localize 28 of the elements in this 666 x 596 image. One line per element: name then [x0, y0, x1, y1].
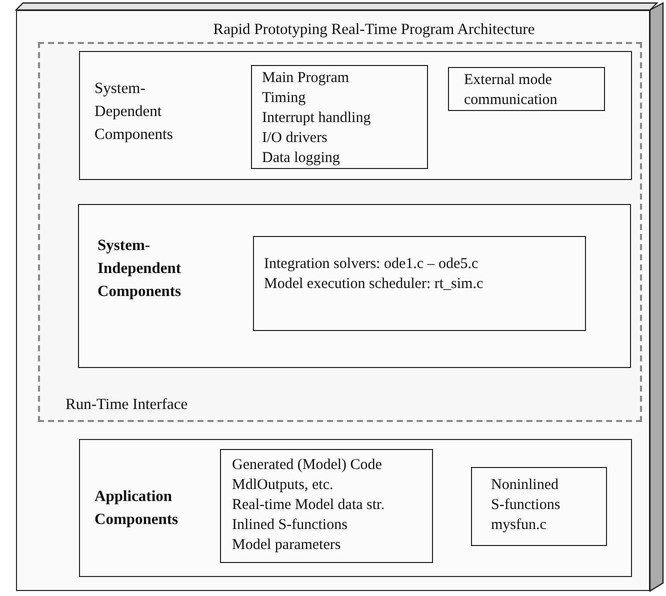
- list-item-text: Data logging: [262, 149, 341, 168]
- list-box: [448, 67, 605, 111]
- component-box: [78, 204, 630, 368]
- list-item-text: Timing: [262, 89, 307, 108]
- list-item-text: Real-time Model data str.: [232, 496, 384, 515]
- list-item-text: Model execution scheduler: rt_sim.c: [264, 275, 484, 294]
- dashed-group-box: [38, 42, 642, 422]
- list-item-text: Interrupt handling: [262, 109, 371, 128]
- group-heading: Run-Time Interface: [66, 394, 189, 414]
- group-heading: System-Independent Components: [98, 236, 182, 302]
- list-item-text: Inlined S-functions: [232, 516, 348, 535]
- list-item-text: Main Program: [262, 69, 350, 88]
- list-item-text: Generated (Model) Code: [232, 456, 383, 475]
- box-heading: Rapid Prototyping Real-Time Program Architecture: [212, 20, 536, 40]
- group-heading: System-Dependent Components: [94, 78, 174, 144]
- list-item-text: MdlOutputs, etc.: [232, 476, 334, 495]
- list-box: [253, 236, 586, 331]
- group-heading: Application Components: [94, 486, 180, 530]
- list-box: [251, 65, 428, 169]
- list-item-text: I/O drivers: [262, 129, 328, 148]
- list-item-text: Integration solvers: ode1.c – ode5.c: [264, 255, 480, 274]
- component-box: [78, 50, 632, 180]
- list-box: [220, 449, 433, 563]
- component-box: [78, 438, 632, 576]
- list-item-text: External mode communication: [464, 71, 558, 110]
- list-item-text: mysfun.c: [491, 516, 548, 535]
- list-item-text: Model parameters: [232, 536, 342, 555]
- list-box: [471, 467, 607, 546]
